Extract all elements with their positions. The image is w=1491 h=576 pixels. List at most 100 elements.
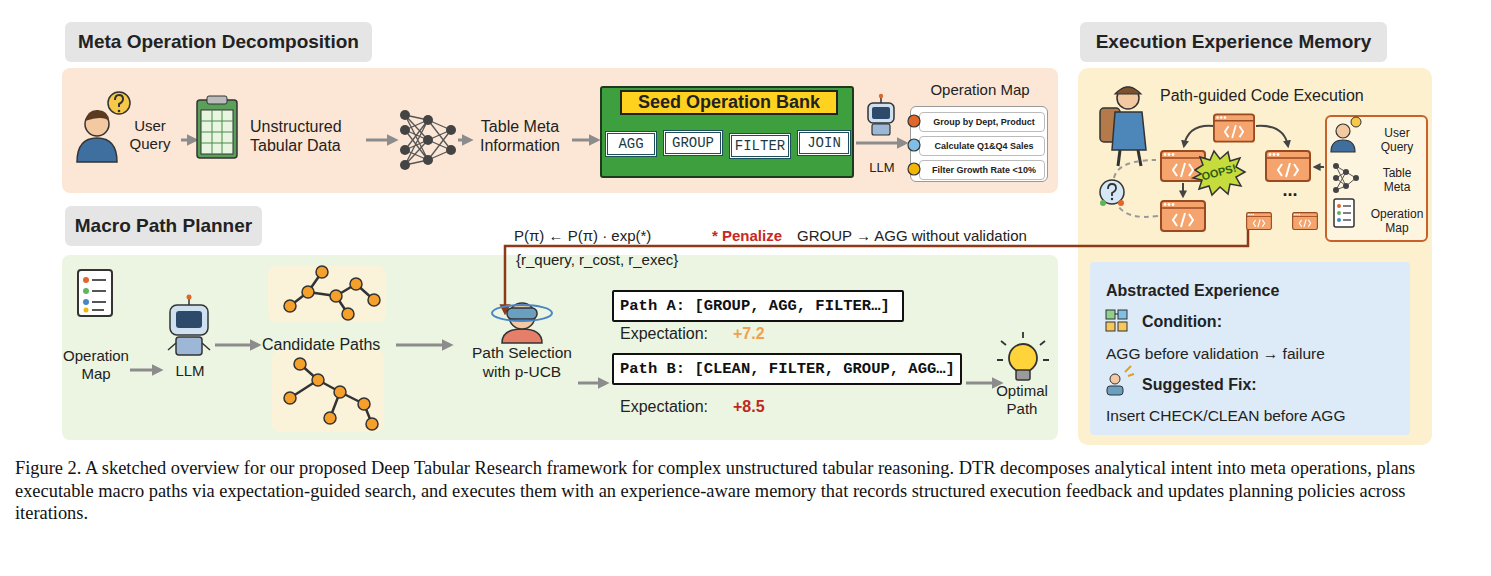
execution-arrow: [1183, 126, 1324, 196]
section-title: Execution Experience Memory: [1080, 22, 1387, 62]
neural-net-icon: [423, 115, 433, 125]
execution-arrow: [1182, 183, 1184, 196]
user-icon: [1351, 117, 1361, 127]
operation-map-icon: [83, 288, 89, 294]
flow-arrow: [130, 369, 160, 372]
decision-icon: [1111, 198, 1113, 200]
penalty-text: GROUP → AGG without validation: [797, 227, 1027, 245]
user-icon: [1336, 124, 1350, 138]
path-selector-icon: [509, 303, 535, 329]
code-window-icon: [1247, 213, 1272, 230]
neural-net-icon: [1343, 169, 1349, 175]
neural-net-icon: [400, 110, 456, 170]
decision-icon: [1100, 180, 1124, 204]
retry-arrow: [1114, 160, 1158, 217]
spreadsheet-icon: [197, 96, 237, 158]
operation-map-icon: [84, 308, 89, 313]
experience-heading: Condition:: [1142, 312, 1222, 331]
user-icon: [85, 112, 109, 136]
neural-net-icon: [446, 125, 456, 135]
experience-text: Insert CHECK/CLEAN before AGG: [1106, 407, 1345, 426]
lightbulb-icon: [997, 332, 1049, 360]
spreadsheet-icon: [197, 100, 237, 158]
path-text: Path B: [CLEAN, FILTER, GROUP, AGG…]: [620, 360, 955, 379]
explorer-icon: [1100, 87, 1146, 166]
path-box: Path A: [GROUP, AGG, FILTER…]: [612, 290, 904, 322]
code-window-icon: [1161, 201, 1205, 231]
condition-icon: [1115, 313, 1118, 314]
operation-map-icon: [92, 280, 106, 310]
path-box: Path B: [CLEAN, FILTER, GROUP, AGG…]: [612, 353, 962, 385]
context-text: User Query: [1375, 126, 1419, 155]
flow-arrow: [130, 140, 1000, 383]
llm-robot-icon: [872, 124, 890, 135]
operation-map-icon: [83, 277, 89, 283]
code-window-icon: [1161, 114, 1317, 231]
flow-arrow: [578, 382, 606, 385]
decision-icon: [1100, 200, 1106, 206]
code-window-icon: [1214, 114, 1254, 141]
candidate-tree: [342, 308, 354, 320]
neural-net-icon: [1333, 187, 1339, 193]
execution-arrow: [1256, 126, 1288, 146]
candidate-tree: [324, 412, 336, 424]
user-icon: [1331, 117, 1361, 152]
user-icon: [108, 92, 130, 114]
flow-arrow: [181, 139, 195, 142]
flow-arrow: [215, 344, 258, 347]
spreadsheet-icon: [201, 110, 233, 154]
flow-arrow: [966, 382, 1000, 385]
user-icon: [77, 138, 117, 162]
condition-icon: [1118, 310, 1127, 319]
flow-arrow: [396, 344, 450, 347]
section-band: Macro Path PlannerPath A: [GROUP, AGG, F…: [62, 255, 1058, 440]
llm-robot-icon: [880, 97, 882, 103]
user-icon: [85, 110, 109, 121]
context-text: Operation Map: [1367, 207, 1427, 236]
llm-robot-icon: [868, 94, 894, 135]
operation-map-icon: [1337, 204, 1341, 208]
fix-icon: [1110, 374, 1120, 384]
candidate-tree: [284, 392, 296, 404]
operation-name: GROUP: [672, 135, 714, 152]
candidate-tree: [330, 290, 342, 302]
operation-map-icon: [1337, 211, 1341, 215]
section-title: Meta Operation Decomposition: [65, 22, 372, 62]
explorer-icon: [1118, 150, 1141, 166]
code-window-icon: [1293, 213, 1318, 230]
spreadsheet-icon: [207, 96, 227, 104]
operation-dot: [908, 115, 920, 175]
operation-dot: [908, 163, 920, 175]
spreadsheet-icon: [201, 110, 233, 154]
neural-net-icon: [423, 135, 433, 145]
neural-net-icon: [1333, 163, 1339, 169]
penalty-label: * Penalize: [712, 227, 782, 245]
operation-dot: [908, 115, 920, 127]
operation-map-icon: [1337, 218, 1341, 222]
operation-bank: Seed Operation BankAGGGROUPFILTERJOIN: [600, 86, 854, 178]
operation-item: Calculate Q1&Q4 Sales: [919, 136, 1045, 156]
flow-arrow: [458, 139, 470, 142]
figure-caption: Figure 2. A sketched overview for our pr…: [15, 457, 1477, 525]
oops-burst: [1193, 151, 1245, 195]
llm-robot-icon: [868, 103, 894, 123]
llm-robot-icon: [168, 343, 210, 350]
operation-box: FILTER: [729, 133, 791, 159]
lightbulb-icon: [997, 332, 1049, 380]
candidate-tree: [284, 300, 296, 312]
operation-item: Group by Dept, Product: [919, 112, 1045, 132]
operation-map-icon: [1334, 199, 1354, 227]
lightbulb-icon: [1016, 370, 1030, 380]
explorer-icon: [1100, 108, 1120, 142]
operation-step: Calculate Q1&Q4 Sales: [930, 141, 1033, 152]
flow-arrow: [572, 139, 597, 142]
candidate-tree: [350, 278, 362, 290]
fix-icon: [1125, 366, 1134, 376]
map-title: Operation Map: [911, 81, 1049, 99]
operation-name: FILTER: [735, 138, 785, 155]
path-selector-icon: [507, 308, 537, 319]
candidate-tree: [316, 266, 328, 278]
condition-icon: [1106, 310, 1127, 331]
